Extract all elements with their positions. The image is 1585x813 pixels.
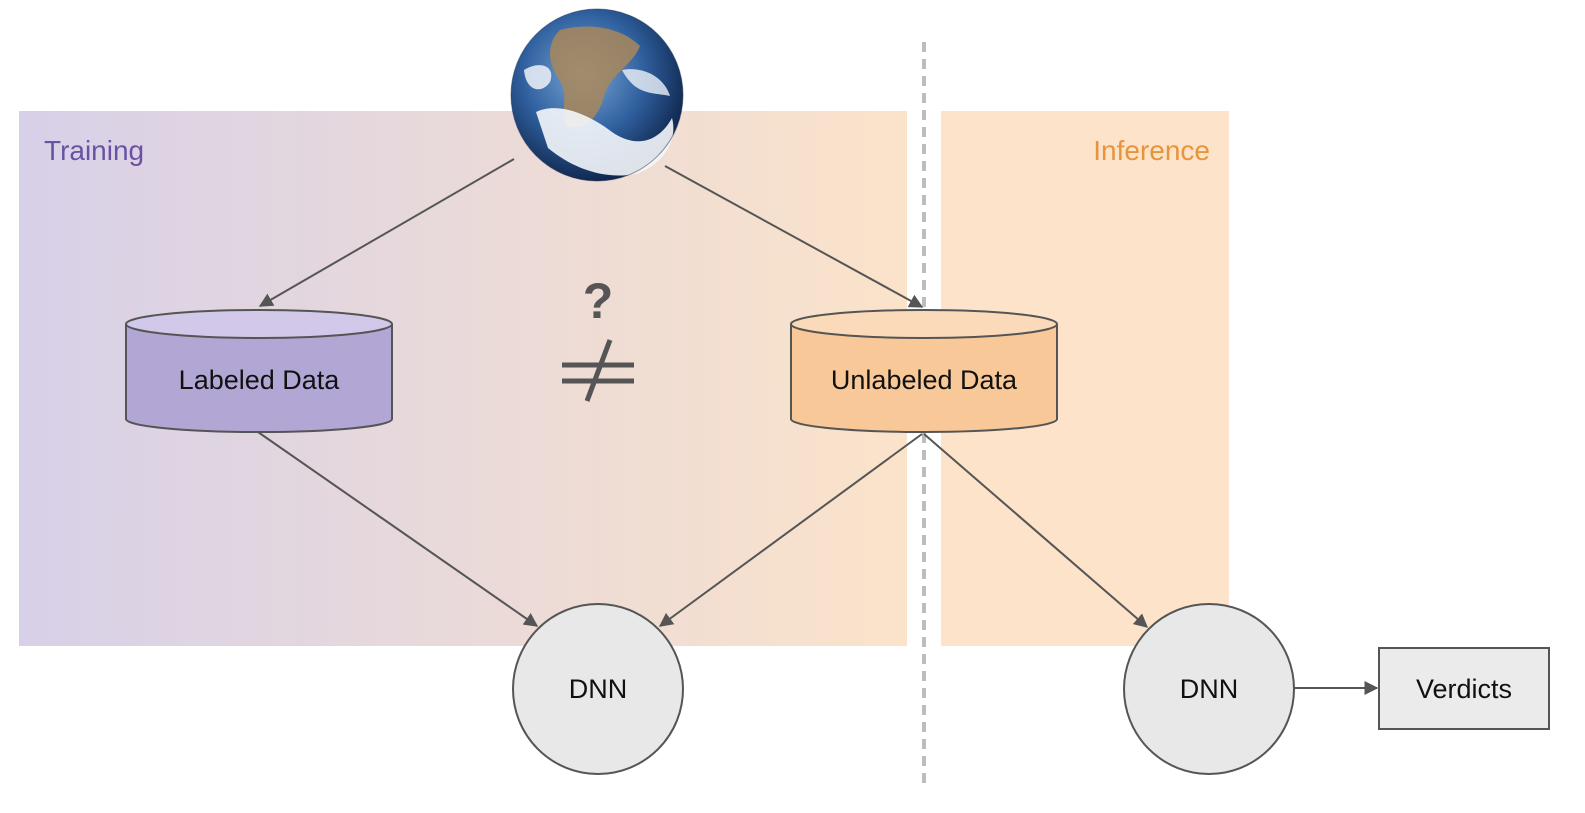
verdicts-box: Verdicts [1378, 647, 1550, 730]
dnn-inference-label: DNN [1180, 674, 1239, 704]
verdicts-label: Verdicts [1416, 674, 1512, 704]
labeled-data-store: Labeled Data [125, 309, 393, 433]
labeled-data-label: Labeled Data [179, 365, 341, 395]
edge-world-to-labeled [258, 158, 515, 307]
edge-unlabeled-to-inference-dnn [923, 433, 1149, 628]
dnn-training-node: DNN [512, 603, 684, 775]
training-region-label: Training [44, 135, 144, 166]
dnn-training-label: DNN [569, 674, 628, 704]
unlabeled-data-store: Unlabeled Data [790, 309, 1058, 433]
edge-unlabeled-to-dnn [658, 433, 923, 627]
dnn-inference-node: DNN [1123, 603, 1295, 775]
inference-region-label: Inference [1093, 135, 1210, 166]
question-mark: ? [583, 273, 614, 329]
edge-labeled-to-dnn [257, 431, 539, 627]
edge-world-to-unlabeled [664, 165, 924, 308]
not-equal-icon [562, 339, 634, 402]
unlabeled-data-label: Unlabeled Data [831, 365, 1018, 395]
earth-globe-icon [510, 8, 684, 182]
